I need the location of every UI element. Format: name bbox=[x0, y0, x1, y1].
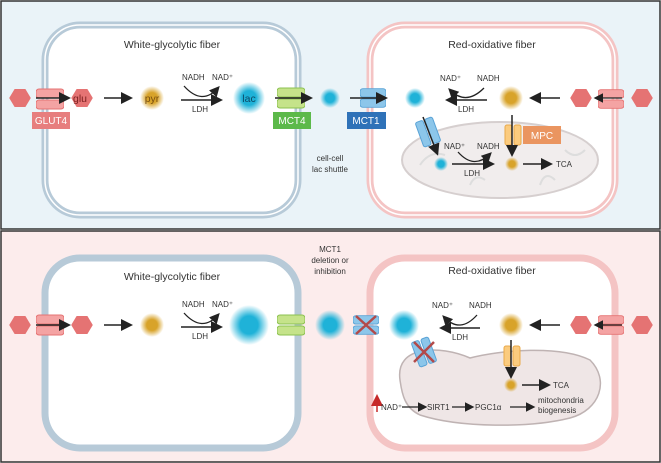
bottom-panel: White-glycolytic fiber Red-oxidative fib… bbox=[0, 230, 661, 463]
inhibition-x-icon bbox=[355, 315, 377, 335]
nad-label: NAD⁺ bbox=[440, 74, 461, 83]
shuttle-label: cell-cell bbox=[317, 154, 344, 163]
sirt1-label: SIRT1 bbox=[427, 403, 450, 412]
mct1-mito-transporter-icon bbox=[415, 116, 441, 148]
white-fiber-title: White-glycolytic fiber bbox=[124, 271, 221, 283]
red-fiber-title: Red-oxidative fiber bbox=[448, 39, 536, 51]
nadh-label: NADH bbox=[477, 74, 500, 83]
ldh-label: LDH bbox=[452, 333, 468, 342]
nadh-label: NADH bbox=[477, 142, 500, 151]
lactate-icon bbox=[320, 88, 340, 108]
lactate-icon bbox=[315, 310, 345, 340]
ldh-label: LDH bbox=[192, 105, 208, 114]
mct1-label: MCT1 bbox=[352, 116, 380, 127]
white-fiber-cell bbox=[41, 254, 302, 452]
white-fiber-title: White-glycolytic fiber bbox=[124, 39, 221, 51]
lactate-icon bbox=[233, 82, 265, 114]
ldh-label: LDH bbox=[464, 169, 480, 178]
ldh-label: LDH bbox=[192, 332, 208, 341]
nad-label: NAD⁺ bbox=[432, 301, 453, 310]
lactate-icon bbox=[389, 310, 419, 340]
red-fiber-title: Red-oxidative fiber bbox=[448, 265, 536, 277]
glut4-badge bbox=[32, 112, 70, 129]
white-fiber-cell bbox=[41, 21, 302, 219]
mct4-label: MCT4 bbox=[278, 116, 306, 127]
lactate-icon bbox=[405, 88, 425, 108]
shuttle-label: lac shuttle bbox=[312, 165, 349, 174]
pgc1a-label: PGC1α bbox=[475, 403, 502, 412]
inhibition-x-icon bbox=[413, 341, 435, 363]
nad-label: NAD⁺ bbox=[381, 403, 402, 412]
biogenesis-label: biogenesis bbox=[538, 406, 576, 415]
lactate-icon bbox=[434, 157, 448, 171]
mpc-label: MPC bbox=[531, 131, 553, 142]
glu-label: glu bbox=[73, 93, 87, 105]
tca-label: TCA bbox=[556, 160, 573, 169]
mct4-badge bbox=[273, 112, 311, 129]
pyr-label: pyr bbox=[145, 93, 160, 105]
lac-label: lac bbox=[242, 93, 255, 105]
glut4-label: GLUT4 bbox=[35, 116, 68, 127]
ldh-label: LDH bbox=[458, 105, 474, 114]
nadh-label: NADH bbox=[182, 73, 205, 82]
lactate-icon bbox=[229, 305, 269, 345]
top-panel: White-glycolytic fiber Red-oxidative fib… bbox=[0, 0, 661, 230]
pyruvate-icon bbox=[499, 86, 523, 110]
pyruvate-icon bbox=[499, 313, 523, 337]
pyruvate-icon bbox=[505, 157, 519, 171]
mct1-badge bbox=[347, 112, 386, 129]
pyruvate-icon bbox=[504, 378, 518, 392]
pyruvate-icon bbox=[140, 313, 164, 337]
nad-label: NAD⁺ bbox=[212, 73, 233, 82]
mct1-note: inhibition bbox=[314, 267, 346, 276]
biogenesis-label: mitochondria bbox=[538, 396, 584, 405]
mct1-note: deletion or bbox=[311, 256, 349, 265]
nadh-label: NADH bbox=[469, 301, 492, 310]
tca-label: TCA bbox=[553, 381, 570, 390]
mct1-note: MCT1 bbox=[319, 245, 341, 254]
nad-label: NAD⁺ bbox=[212, 300, 233, 309]
nad-label: NAD⁺ bbox=[444, 142, 465, 151]
mitochondrion-icon bbox=[399, 349, 601, 426]
mpc-badge bbox=[523, 126, 561, 144]
pyruvate-icon bbox=[140, 86, 164, 110]
nadh-label: NADH bbox=[182, 300, 205, 309]
